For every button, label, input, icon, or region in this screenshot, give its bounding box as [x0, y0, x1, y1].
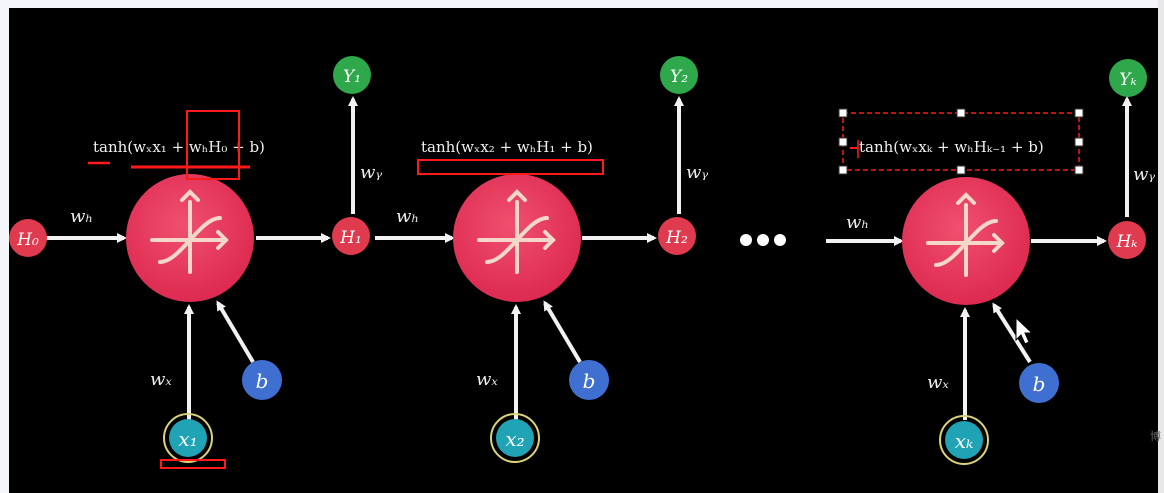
node-hk: Hₖ [1108, 221, 1146, 259]
red-annotations [88, 110, 604, 469]
node-x1-label: x₁ [178, 427, 197, 451]
rnn-cell-k [902, 177, 1030, 305]
node-x2-label: x₂ [505, 427, 524, 451]
node-h0: H₀ [9, 219, 47, 257]
node-h2: H₂ [658, 217, 696, 255]
node-h2-label: H₂ [665, 228, 688, 248]
tanh-icon [926, 192, 1005, 277]
rnn-cell-1 [126, 174, 254, 302]
node-y1: Y₁ [333, 56, 371, 94]
node-y2-label: Y₂ [670, 67, 688, 87]
wx-label-k: wₓ [927, 372, 949, 393]
node-y2: Y₂ [660, 56, 698, 94]
arrow-b-to-cell2 [543, 300, 582, 364]
node-yk: Yₖ [1109, 59, 1147, 97]
node-b-label-2: b [583, 369, 596, 393]
selection-box-formula-k[interactable] [838, 108, 1084, 175]
annotation-box-h0 [186, 110, 240, 180]
wy-label-1: wᵧ [360, 162, 382, 183]
formula-cell-2: tanh(wₓx₂ + wₕH₁ + b) [421, 138, 593, 156]
node-b-1: b [242, 360, 282, 400]
formula-cell-1: tanh(wₓx₁ + wₕH₀ + b) [93, 138, 265, 156]
wy-label-2: wᵧ [686, 162, 708, 183]
annotation-box-x1 [160, 459, 226, 469]
arrow-b-to-cell1 [216, 300, 255, 364]
sequence-ellipsis [740, 234, 786, 246]
mouse-cursor-icon [1015, 316, 1034, 345]
arrows [46, 96, 1132, 420]
window-right-edge [1158, 0, 1164, 493]
wx-label-1: wₓ [150, 369, 172, 390]
watermark-text: 博 [1150, 430, 1161, 443]
node-h0-label: H₀ [16, 230, 39, 250]
node-x2: x₂ [490, 413, 540, 463]
wh-label-2: wₕ [396, 206, 419, 227]
rnn-cell-2 [453, 174, 581, 302]
node-h1: H₁ [332, 217, 370, 255]
window-top-edge [0, 0, 1164, 8]
node-xk: xₖ [939, 415, 989, 465]
node-h1-label: H₁ [339, 228, 362, 248]
tanh-icon [477, 189, 556, 274]
wh-label-k: wₕ [846, 212, 869, 233]
node-b-k: b [1019, 363, 1059, 403]
tanh-icon [150, 189, 229, 274]
weight-labels: wₕ wₓ wᵧ wₕ wₓ wᵧ wₕ wₓ wᵧ [70, 162, 1155, 393]
selection-handles [838, 108, 1084, 175]
node-y1-label: Y₁ [343, 67, 361, 87]
node-b-label-k: b [1033, 372, 1046, 396]
formula-cell-k: tanh(wₓxₖ + wₕHₖ₋₁ + b) [859, 138, 1044, 156]
annotation-box-formula-2 [417, 159, 604, 175]
node-xk-label: xₖ [955, 429, 974, 453]
wy-label-k: wᵧ [1133, 164, 1155, 185]
window-left-edge [0, 0, 9, 493]
node-b-2: b [569, 360, 609, 400]
node-hk-label: Hₖ [1115, 232, 1137, 252]
wx-label-2: wₓ [476, 369, 498, 390]
node-yk-label: Yₖ [1119, 70, 1136, 90]
arrow-b-to-cellk [992, 302, 1032, 364]
node-b-label-1: b [256, 369, 269, 393]
node-x1: x₁ [163, 413, 213, 463]
wh-label-1: wₕ [70, 206, 93, 227]
